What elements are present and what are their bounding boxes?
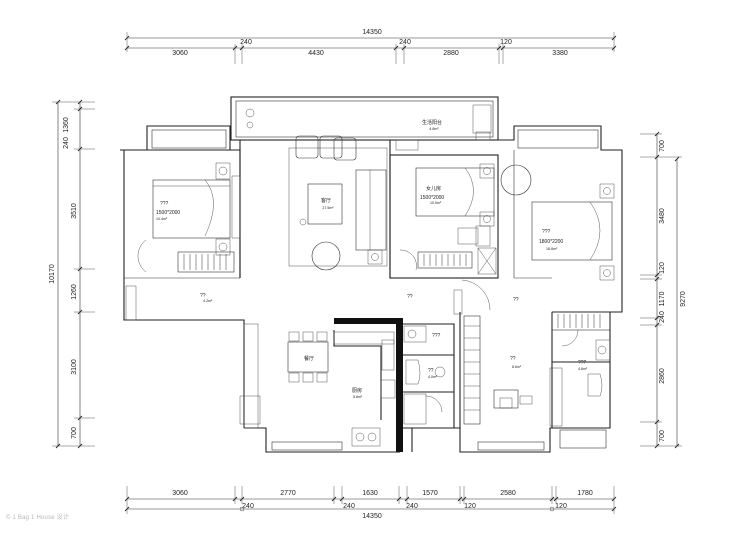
right-dim-3: 120: [659, 262, 666, 274]
top-total-dim: 14350: [362, 29, 382, 36]
room-area-study: 8.6m²: [512, 365, 522, 369]
top-dim-2: 240: [240, 39, 252, 46]
daughter-room-furniture: [399, 163, 497, 275]
watermark: © 1 Bag 1 House 设计: [6, 515, 70, 521]
room-labels: 生活阳台 4.8m² 客厅 27.5m² ??? 1500*2000 10.4m…: [156, 119, 588, 399]
right-dim-1: 700: [659, 140, 666, 152]
room-label-living: 客厅: [321, 197, 331, 204]
bottom-dim-10: 120: [555, 503, 567, 510]
room-area-hall-left: 4.2m²: [203, 299, 213, 303]
room-area-balcony: 4.8m²: [429, 127, 439, 131]
bottom-dim-2: 240: [242, 503, 254, 510]
bedroom-left-furniture: [137, 162, 241, 273]
top-dim-6: 120: [500, 39, 512, 46]
bottom-dim-3: 2770: [280, 490, 296, 497]
left-dim-2: 1360: [63, 117, 70, 133]
room-label-hall-center: ??: [407, 294, 413, 300]
bottom-dim-11: 1780: [577, 490, 593, 497]
bath-study-furniture: [403, 279, 611, 427]
room-label-dining: 餐厅: [304, 355, 314, 362]
room-label-master: ???: [542, 229, 551, 235]
left-dim-5: 3100: [71, 359, 78, 375]
room-bed-size-left: 1500*2000: [156, 210, 180, 216]
left-dim-1: 240: [63, 137, 70, 149]
right-dim-7: 700: [659, 430, 666, 442]
top-dim-4: 240: [399, 39, 411, 46]
room-area-bed-left: 10.4m²: [156, 217, 168, 221]
room-area-master: 16.8m²: [546, 247, 558, 251]
room-area-daughter: 10.5m²: [430, 201, 442, 205]
top-dim-1: 3060: [172, 50, 188, 57]
right-dim-2: 3480: [659, 208, 666, 224]
room-area-kitchen: 5.8m²: [353, 395, 363, 399]
room-bed-size-daughter: 1500*2000: [420, 195, 444, 201]
bottom-dim-5: 1630: [362, 490, 378, 497]
left-dim-6: 700: [71, 427, 78, 439]
room-label-study: ??: [510, 356, 516, 362]
room-label-bath-master: ???: [578, 360, 587, 366]
room-label-kitchen: 厨房: [352, 387, 362, 394]
right-dim-5: 240: [659, 311, 666, 323]
left-dim-4: 1260: [71, 284, 78, 300]
room-label-bath-small: ??: [428, 368, 434, 374]
room-label-bed-left: ???: [160, 201, 169, 207]
room-label-hall-right: ??: [513, 297, 519, 303]
room-area-bath-small: 4.0m²: [428, 375, 438, 379]
bottom-dim-7: 1570: [422, 490, 438, 497]
right-dimensions: 700 3480 120 1170 240 2860 700 9270: [640, 131, 687, 449]
right-dim-6: 2860: [659, 368, 666, 384]
room-area-bath-master: 4.6m²: [578, 367, 588, 371]
room-bed-size-master: 1800*2200: [539, 239, 563, 245]
room-label-daughter: 女儿房: [426, 185, 441, 192]
bottom-dim-1: 3060: [172, 490, 188, 497]
right-dim-4: 1170: [659, 291, 666, 306]
bottom-dimensions: 3060 240 2770 240 1630 240 1570 120 2580…: [124, 486, 617, 520]
master-bedroom-furniture: [500, 164, 615, 331]
bottom-dim-9: 2580: [500, 490, 516, 497]
bottom-dim-4: 240: [343, 503, 355, 510]
left-dim-3: 3510: [71, 203, 78, 219]
left-dimensions: 10170 240 1360 3510 1260 3100 700: [49, 99, 95, 449]
bottom-dim-8: 120: [464, 503, 476, 510]
exterior-walls: [120, 96, 623, 453]
dining-kitchen-furniture: [125, 285, 396, 447]
bottom-total-dim: 14350: [362, 513, 382, 520]
room-label-hall-left: ??: [200, 293, 206, 299]
room-area-living: 27.5m²: [322, 206, 334, 210]
left-total-dim: 10170: [49, 264, 56, 284]
top-dim-5: 2880: [443, 50, 459, 57]
top-dim-7: 3380: [552, 50, 568, 57]
top-dimensions: 14350 3060 240 4430 240 2880 120 3380: [124, 29, 617, 64]
living-room-furniture: [245, 104, 492, 271]
room-label-balcony: 生活阳台: [422, 119, 442, 126]
bottom-dim-6: 240: [406, 503, 418, 510]
top-dim-3: 4430: [308, 50, 324, 57]
right-total-dim: 9270: [680, 291, 687, 307]
room-label-bath-top: ???: [432, 333, 441, 339]
